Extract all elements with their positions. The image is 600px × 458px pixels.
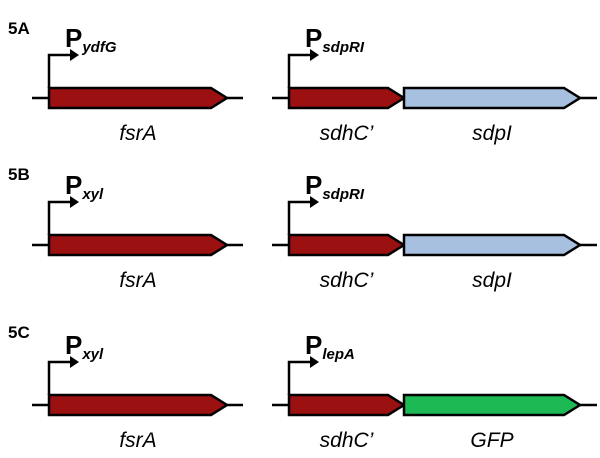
gene-arrow: [402, 86, 583, 110]
gene-label: sdhC’: [320, 269, 374, 292]
promoter-letter: P: [65, 330, 82, 360]
construct-right: sdhC’ sdpI PsdpRI: [272, 170, 597, 292]
gene-label: GFP: [470, 429, 513, 452]
promoter-arrow-icon: [47, 360, 71, 395]
gene-arrow: [287, 393, 407, 417]
promoter-name: ydfG: [81, 39, 117, 56]
promoter-arrowhead-icon: [310, 356, 319, 368]
construct-right: sdhC’ GFP PlepA: [272, 330, 597, 452]
promoter-arrowhead-icon: [70, 356, 79, 368]
gene-arrow: [402, 233, 583, 257]
panel-5b: 5B fsrA Pxyl sdhC’ sdpI PsdpRI: [8, 165, 597, 292]
promoter-arrow-icon: [47, 53, 71, 88]
gene-label: fsrA: [119, 122, 156, 145]
promoter-label: Pxyl: [65, 330, 104, 363]
promoter-label: PydfG: [65, 23, 117, 56]
gene-label: fsrA: [119, 429, 156, 452]
gene-label: sdhC’: [320, 122, 374, 145]
promoter-arrowhead-icon: [310, 49, 319, 61]
promoter-name: sdpRI: [322, 186, 365, 203]
promoter-arrowhead-icon: [70, 49, 79, 61]
promoter-arrowhead-icon: [70, 196, 79, 208]
promoter-arrow-icon: [47, 200, 71, 235]
panel-label: 5C: [8, 323, 30, 342]
promoter-name: sdpRI: [322, 39, 365, 56]
gene-arrow: [47, 393, 230, 417]
promoter-arrow-icon: [287, 53, 311, 88]
construct-left: fsrA PydfG: [32, 23, 243, 145]
promoter-arrow-icon: [287, 200, 311, 235]
promoter-arrowhead-icon: [310, 196, 319, 208]
panel-5a: 5A fsrA PydfG sdhC’ sdpI PsdpRI: [8, 19, 597, 145]
promoter-label: PsdpRI: [305, 170, 365, 203]
promoter-letter: P: [65, 23, 82, 53]
gene-arrow: [287, 233, 407, 257]
panel-label: 5B: [8, 165, 30, 184]
promoter-label: PsdpRI: [305, 23, 365, 56]
promoter-label: PlepA: [305, 330, 355, 363]
gene-arrow: [402, 393, 583, 417]
promoter-letter: P: [65, 170, 82, 200]
gene-arrow: [287, 86, 407, 110]
construct-left: fsrA Pxyl: [32, 170, 243, 292]
promoter-name: xyl: [81, 346, 104, 363]
gene-label: sdpI: [472, 122, 512, 145]
panel-5c: 5C fsrA Pxyl sdhC’ GFP PlepA: [8, 323, 597, 452]
promoter-arrow-icon: [287, 360, 311, 395]
promoter-label: Pxyl: [65, 170, 104, 203]
gene-label: fsrA: [119, 269, 156, 292]
panel-label: 5A: [8, 19, 30, 38]
promoter-name: lepA: [322, 346, 355, 363]
promoter-letter: P: [305, 23, 322, 53]
construct-right: sdhC’ sdpI PsdpRI: [272, 23, 597, 145]
promoter-name: xyl: [81, 186, 104, 203]
gene-arrow: [47, 86, 230, 110]
promoter-letter: P: [305, 330, 322, 360]
gene-arrow: [47, 233, 230, 257]
construct-left: fsrA Pxyl: [32, 330, 243, 452]
gene-label: sdpI: [472, 269, 512, 292]
promoter-letter: P: [305, 170, 322, 200]
gene-label: sdhC’: [320, 429, 374, 452]
